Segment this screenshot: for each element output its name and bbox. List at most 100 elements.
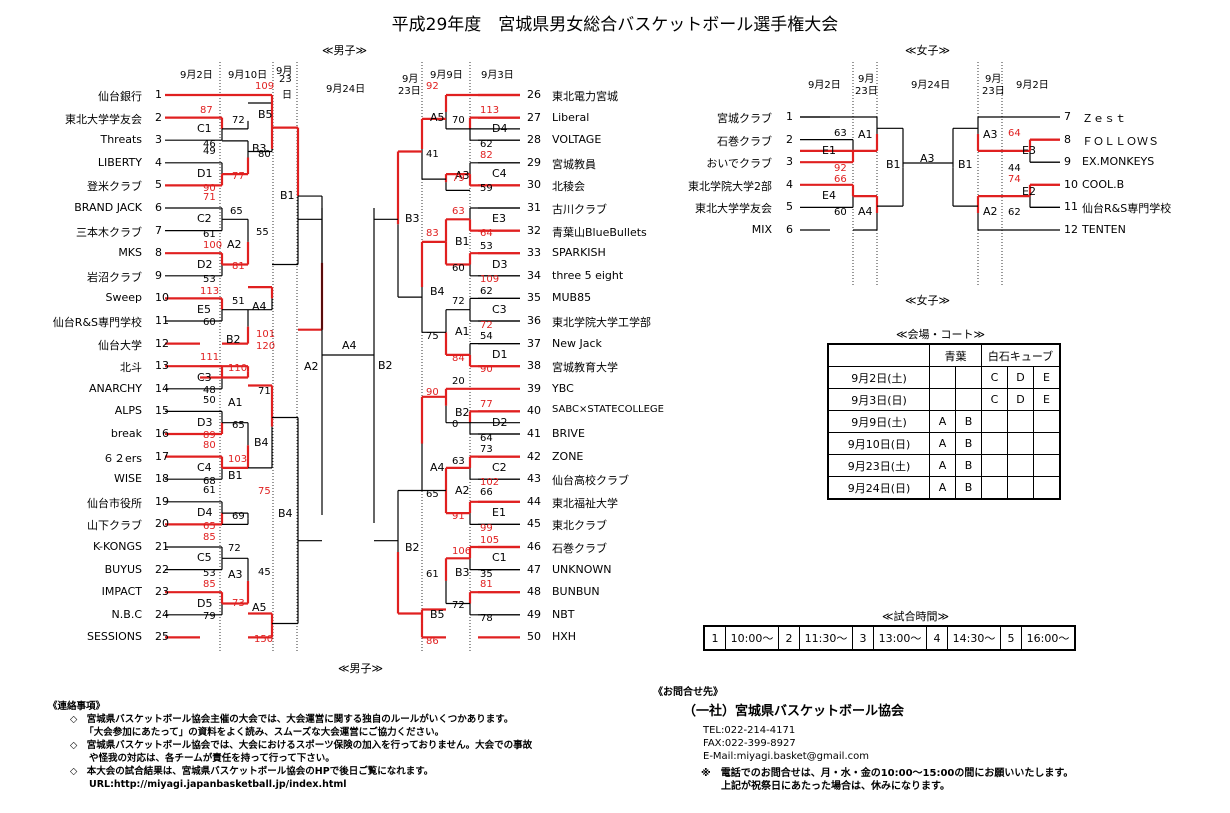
team-number: 29 (527, 155, 541, 169)
men-right-team: Liberal (552, 110, 590, 124)
score-right: 72 (452, 296, 465, 307)
team-number: 21 (155, 540, 169, 553)
date-label: 23日 (982, 86, 1005, 97)
score-left: 61 (203, 485, 216, 496)
score-left: 150 (254, 634, 274, 645)
score-left: 81 (232, 261, 245, 272)
match-label-r-A3: A3 (455, 169, 470, 183)
men-left-team: Threats (100, 133, 142, 147)
score-left: 68 (203, 476, 216, 487)
women-right-team: Ｚｅｓｔ (1082, 112, 1126, 125)
score-left: 79 (203, 611, 216, 622)
team-number: 36 (527, 314, 541, 327)
date-label: 9月24日 (911, 80, 951, 91)
match-label-B2: B2 (226, 333, 241, 347)
date-label: 日 (282, 90, 292, 101)
score-left: 101 (256, 329, 276, 340)
men-left-team: ALPS (114, 404, 142, 418)
women-right-team: EX.MONKEYS (1082, 155, 1155, 169)
score-left: 50 (203, 395, 216, 406)
women-score: 62 (1008, 207, 1021, 218)
women-score: 92 (834, 163, 847, 174)
contact-note-1: ※ 電話でのお問合せは、月・水・金の10:00～15:00の間にお願いいたします… (701, 768, 1074, 779)
team-number: 48 (527, 585, 541, 599)
men-left-team: 仙台市役所 (87, 496, 142, 510)
quarter-label-left: B4 (278, 507, 293, 520)
team-number: 13 (155, 359, 169, 373)
final-label: A4 (342, 339, 357, 352)
score-right: 84 (452, 353, 465, 364)
match-label-C1: C1 (492, 551, 507, 565)
venue-header-shiroishi: 白石キューブ (981, 343, 1061, 367)
women-match-label-E4: E4 (822, 189, 836, 203)
team-number: 39 (527, 381, 541, 395)
team-number: 16 (155, 427, 169, 440)
score-left: 65 (230, 206, 243, 217)
venue-date: 9月3日(日) (827, 388, 930, 411)
team-number: 20 (155, 517, 169, 531)
team-number: 31 (527, 201, 541, 214)
match-label-r-B3: B3 (405, 212, 420, 226)
contact-tel: TEL:022-214-4171 (703, 725, 796, 736)
match-label-E1: E1 (492, 506, 506, 520)
score-left: 110 (228, 363, 248, 374)
score-left: 77 (232, 171, 245, 182)
men-right-team: 宮城教育大学 (552, 361, 618, 375)
note-line: ◇ 本大会の試合結果は、宮城県バスケットボール協会のHPで後日ご覧になれます。 (70, 766, 434, 777)
men-left-team: IMPACT (101, 585, 142, 599)
match-label-r-A5: A5 (430, 110, 445, 124)
score-right: 65 (426, 489, 439, 500)
team-number: 24 (155, 607, 169, 621)
match-label-C3: C3 (197, 370, 212, 384)
venue-court-cell (1007, 476, 1034, 500)
score-left: 72 (232, 115, 245, 126)
match-label-B1: B1 (280, 189, 295, 203)
score-right: 70 (452, 115, 465, 126)
men-left-team: 岩沼クラブ (87, 270, 142, 284)
team-number: 44 (527, 494, 541, 508)
men-right-team: 仙台高校クラブ (552, 474, 629, 488)
score-right: 83 (426, 228, 439, 239)
team-number: 37 (527, 336, 541, 350)
score-right: 73 (480, 444, 493, 455)
score-left: 60 (203, 317, 216, 328)
women-match-label-A4: A4 (858, 205, 873, 219)
venue-court-cell (1033, 454, 1061, 477)
venue-court-cell (1033, 432, 1061, 455)
venue-court-cell: B (955, 476, 982, 500)
score-left: 87 (200, 105, 213, 116)
team-number: 1 (155, 88, 162, 101)
time-slot-number: 3 (852, 625, 874, 651)
score-left: 73 (232, 598, 245, 609)
men-left-team: ６２ers (102, 451, 142, 465)
score-right: 92 (426, 81, 439, 92)
match-label-C2: C2 (197, 212, 212, 226)
match-label-D1: D1 (492, 347, 508, 361)
time-slot-number: 4 (926, 625, 948, 651)
women-score: 64 (1008, 128, 1021, 139)
women-score: 74 (1008, 174, 1021, 185)
men-left-team: N.B.C (111, 607, 142, 621)
score-right: 82 (480, 150, 493, 161)
score-right: 81 (480, 579, 493, 590)
score-left: 85 (203, 532, 216, 543)
team-number: 18 (155, 472, 169, 486)
match-label-r-A1: A1 (455, 325, 470, 339)
score-left: 103 (228, 454, 248, 465)
men-left-team: SESSIONS (86, 630, 142, 644)
men-right-team: 東北電力宮城 (552, 90, 618, 103)
venue-date: 9月23日(土) (827, 454, 930, 477)
score-right: 86 (426, 636, 439, 647)
team-number: 41 (527, 427, 541, 440)
team-number: 4 (786, 177, 793, 191)
score-right: 62 (480, 286, 493, 297)
team-number: 3 (155, 133, 162, 147)
men-left-team: 東北大学学友会 (65, 112, 142, 126)
team-number: 11 (155, 314, 169, 327)
men-right-team: 古川クラブ (552, 203, 607, 216)
team-number: 5 (786, 200, 793, 214)
